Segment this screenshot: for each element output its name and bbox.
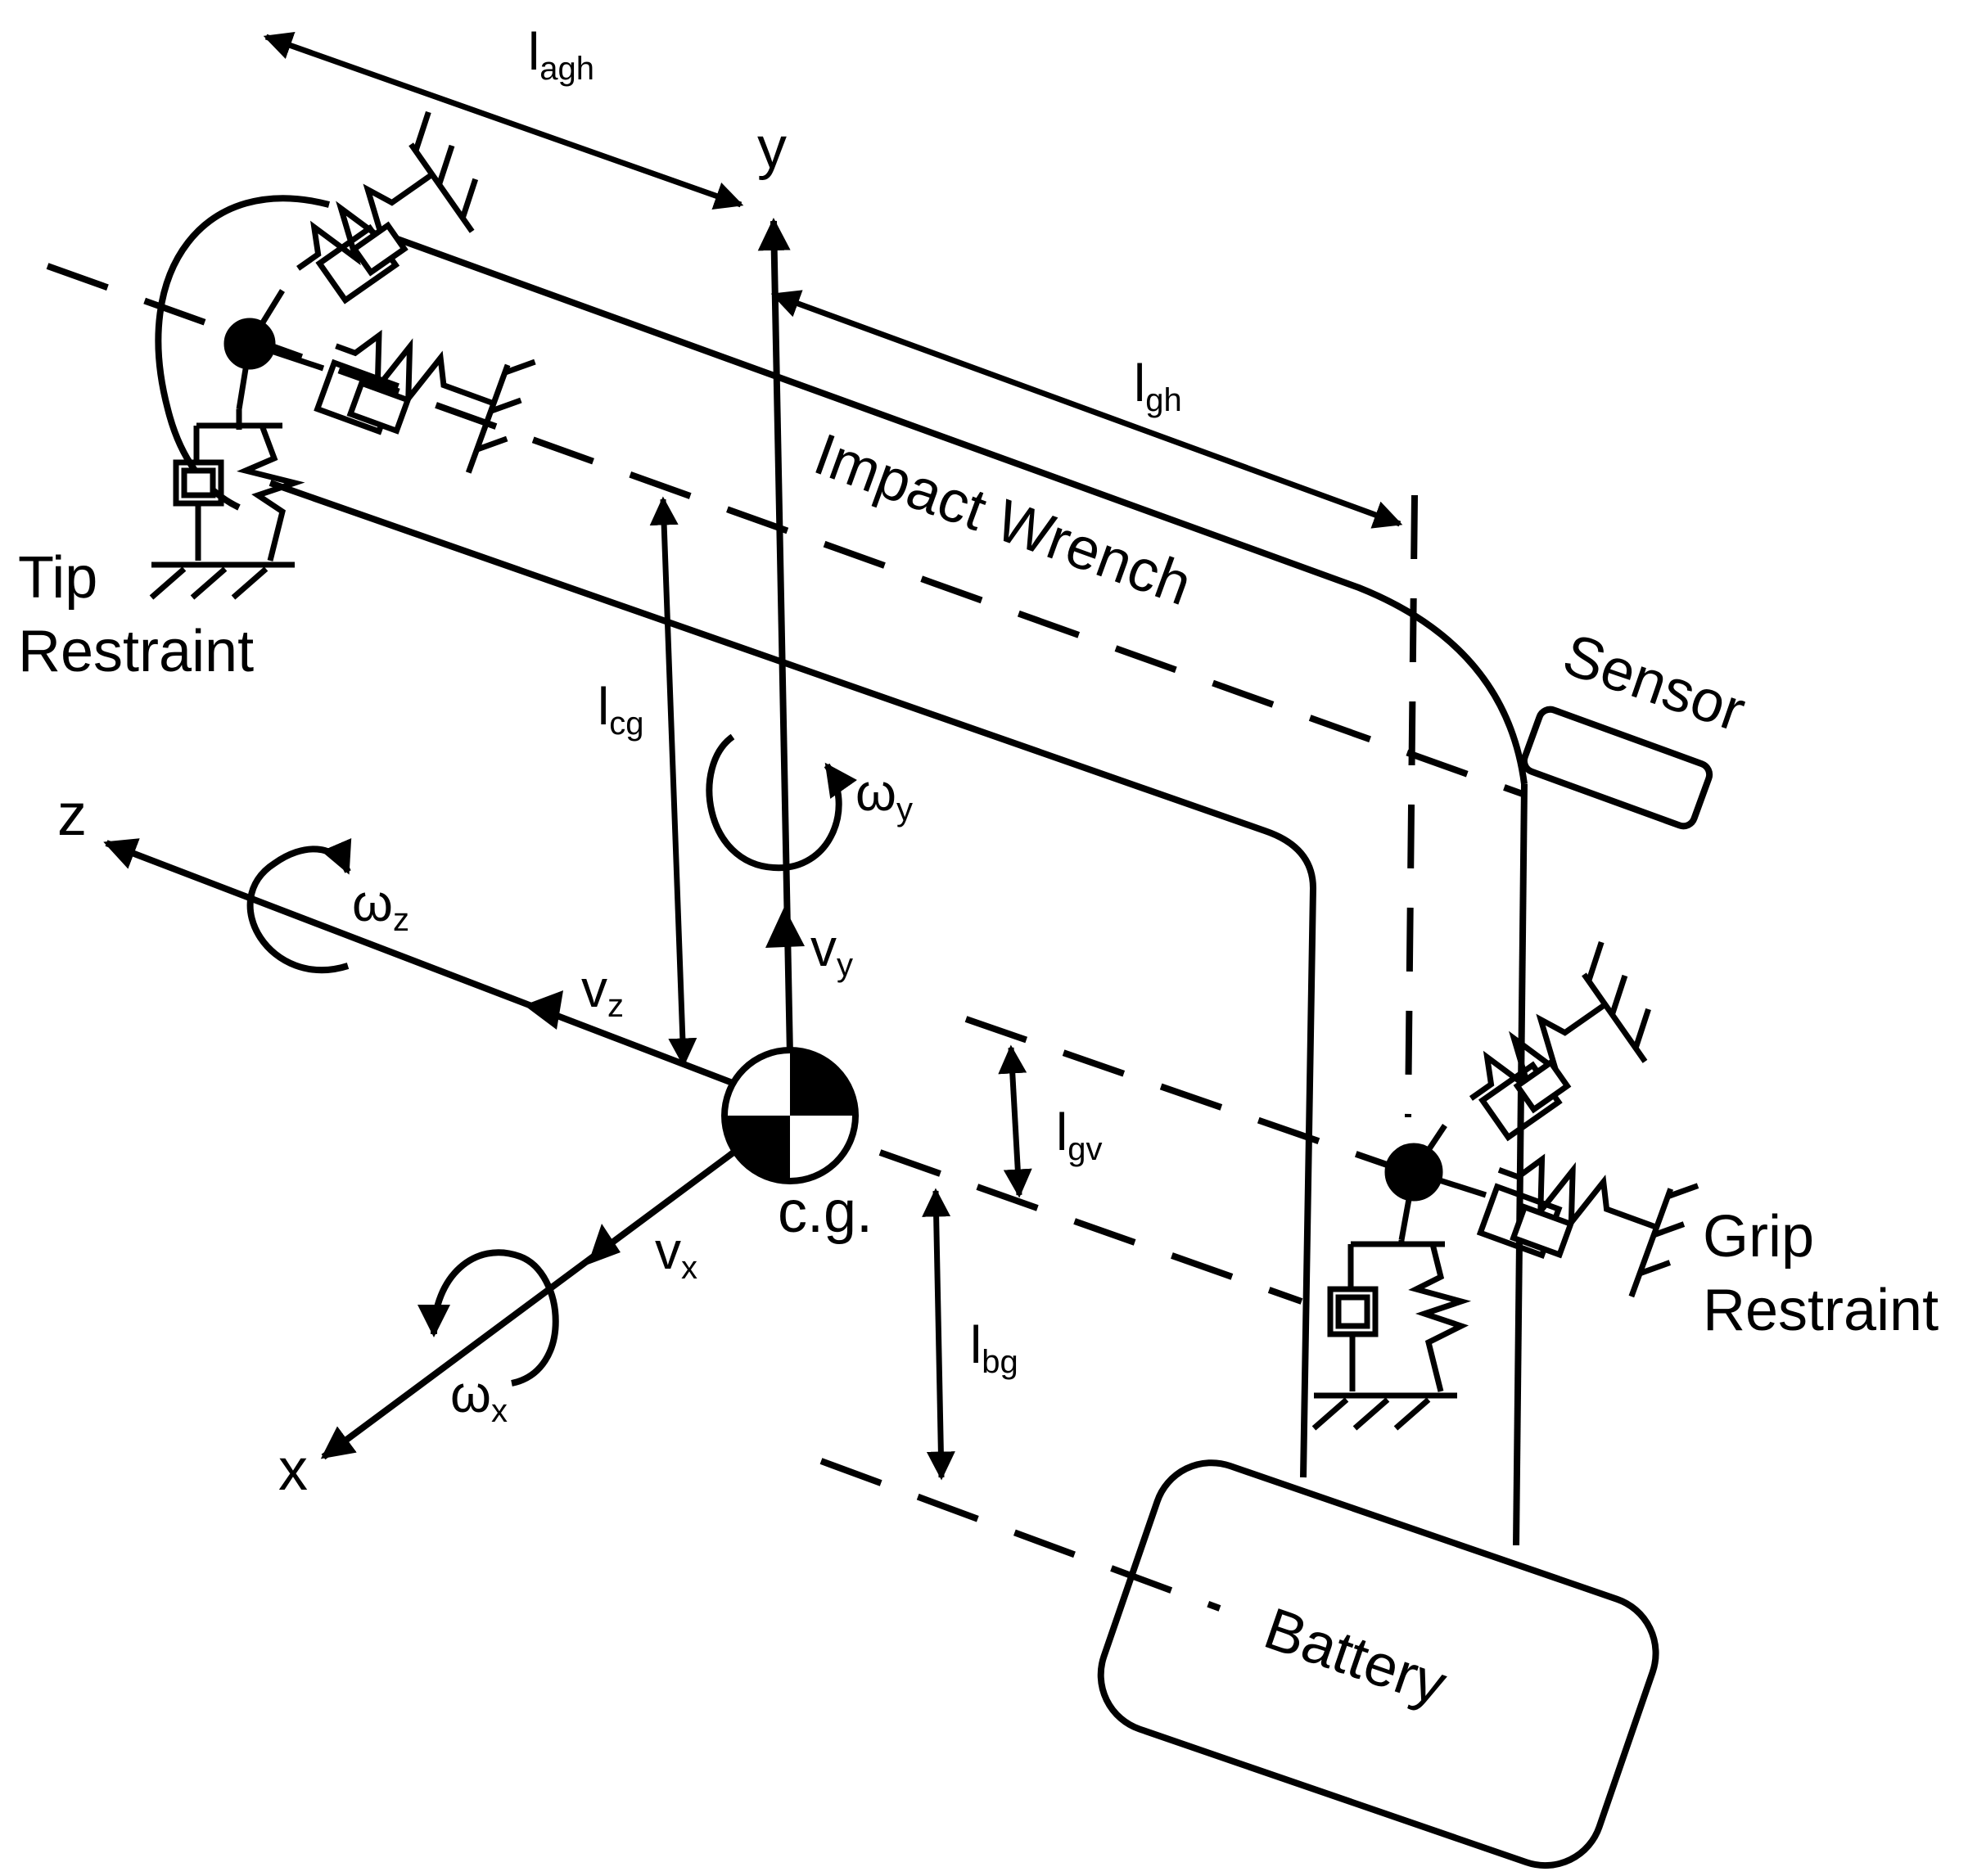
vy-arrowhead	[765, 907, 805, 948]
vy-label: vy	[810, 918, 853, 983]
grip-restraint-mechanism	[1311, 940, 1699, 1431]
vz-label: vz	[581, 959, 624, 1024]
lgv-dimension-arrow	[998, 1044, 1032, 1198]
impact-wrench-label: Impact Wrench	[806, 422, 1200, 618]
grip-restraint-label-line1: Grip	[1703, 1204, 1814, 1269]
omega-x-label: ωx	[450, 1364, 508, 1429]
omega-z-label: ωz	[352, 873, 409, 938]
lagh-label: lagh	[528, 22, 594, 87]
omega-y-label: ωy	[855, 763, 913, 828]
cg-label: c.g.	[778, 1179, 873, 1245]
battery-box	[1097, 1459, 1659, 1869]
grip-level-dashed	[964, 1016, 1393, 1170]
velocity-arrowheads	[524, 907, 805, 1265]
lcg-dimension-arrow	[649, 496, 697, 1067]
lgh-label: lgh	[1134, 354, 1182, 418]
z-axis-label: z	[57, 782, 87, 848]
wrench-top-outline	[391, 234, 1528, 785]
wrench-grip-line	[1513, 783, 1528, 1546]
tool-centerline	[46, 263, 1524, 797]
grip-vertical-dashed	[1405, 494, 1418, 1118]
cg-level-dashed	[878, 1149, 1303, 1305]
tip-restraint-label-line2: Restraint	[18, 619, 254, 684]
omega-z-rotation-arrow	[246, 838, 352, 974]
battery-label: Battery	[1257, 1595, 1455, 1718]
y-axis-label: y	[757, 115, 787, 181]
reference-dashed-lines	[46, 263, 1524, 1612]
lbg-label: lbg	[970, 1315, 1018, 1380]
omega-y-rotation-arrow	[706, 733, 858, 872]
lgv-label: lgv	[1056, 1103, 1102, 1167]
tip-restraint-label-line1: Tip	[18, 545, 97, 611]
lcg-label: lcg	[598, 677, 643, 742]
omega-x-rotation-arrow	[418, 1249, 559, 1387]
grip-restraint-label-line2: Restraint	[1703, 1278, 1939, 1343]
sensor-box	[1520, 706, 1713, 830]
lagh-dimension-arrow	[263, 31, 744, 210]
z-axis-line	[103, 838, 738, 1088]
lgh-dimension-arrow	[770, 290, 1403, 529]
vx-label: vx	[655, 1221, 697, 1286]
x-axis-line	[320, 1147, 739, 1460]
sensor-label: Sensor	[1555, 621, 1754, 744]
vz-arrowhead	[524, 990, 563, 1030]
lbg-dimension-arrow	[922, 1188, 955, 1481]
vx-arrowhead	[588, 1224, 621, 1265]
wrench-bottom-outline	[269, 480, 1316, 1478]
cg-symbol	[721, 1047, 859, 1184]
battery-level-dashed	[819, 1458, 1221, 1612]
x-axis-label: x	[278, 1437, 308, 1503]
tip-restraint-mechanism	[149, 110, 536, 600]
